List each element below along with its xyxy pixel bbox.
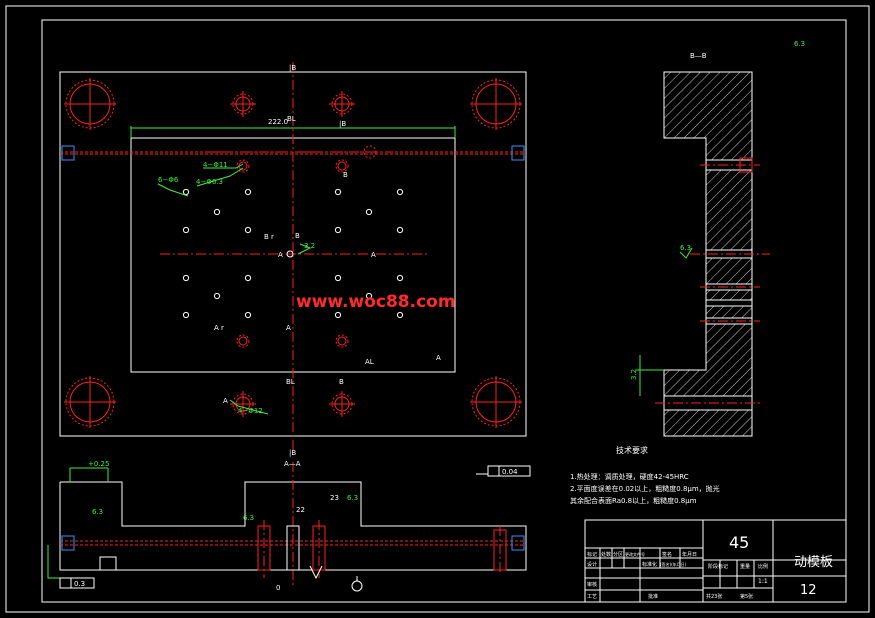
dim-section-note: 3.2 [630,369,638,380]
section-mark-bl-top: BL [287,115,296,123]
screw-holes [230,91,377,417]
watermark: www.woc88.com [296,292,456,312]
dim-hole-4x63: 4−Φ6.3 [196,178,223,186]
roughness-side: 6.3 [680,244,691,252]
leader-lines [157,163,312,415]
outer-border [5,5,870,613]
section-mark-a-triangle: A [436,354,441,362]
tb-col-zone: 分区 [613,551,623,558]
inner-border [41,19,847,603]
roughness-c: 6.3 [347,494,358,502]
channel-plug-left [61,145,75,161]
tb-weight-label: 重量 [740,563,750,570]
section-aa-view [47,462,531,592]
dimension-width [130,126,456,138]
section-mark-ar-low: A r [214,324,224,332]
section-mark-b-below: |B [289,449,296,457]
dim-hole-4x12: 4−Φ12 [238,407,263,415]
section-bb-view [636,71,770,437]
perpendicularity-tolerance: 0.3 [74,580,85,588]
section-mark-a-mid: A [278,251,283,259]
tech-req-item-3: 其余配合表面Ra0.8以上，粗糙度0.8μm [570,496,697,505]
tb-scale-label: 比例 [758,563,768,570]
flatness-tolerance: 0.04 [502,468,518,476]
section-mark-b: B [343,171,348,179]
tb-col-change: 更改文件号 [625,551,645,557]
tb-col-sign: 签名 [662,551,672,558]
dim-hole-4x11: 4−Φ11 [203,161,228,169]
dim-zero: 0 [276,584,280,592]
dim-22: 22 [296,506,305,514]
section-mark-a-left-low: A [223,397,228,405]
channel-plug-right [511,145,525,161]
tb-row-design: 设计 [587,561,597,568]
section-mark-bl-bottom: BL [286,378,295,386]
tech-req-heading: 技术要求 [616,445,648,455]
tb-col-count: 处数 [601,551,611,558]
ejector-holes [182,188,404,319]
roughness-mid: 3.2 [304,242,315,250]
section-mark-br: B r [264,233,274,241]
tb-sheet-no: 第5张 [740,593,753,600]
title-drawing-no: 12 [800,583,817,598]
dim-23: 23 [330,494,339,502]
dim-222: 222.0 [268,118,288,126]
section-mark-b-top: |B [289,64,296,72]
section-mark-a-right: A [371,251,376,259]
tb-approve: 批准 [648,593,658,600]
title-part-name: 动模板 [794,555,833,570]
view-label-aa: A—A [284,460,301,468]
view-label-bb: B—B [690,52,707,60]
section-mark-a-low: A [286,324,291,332]
plan-view [59,62,527,450]
tb-row-review: 审核 [587,581,597,588]
section-mark-b-center: B [295,232,300,240]
tb-row-process: 工艺 [587,594,597,600]
tb-scale-value: 1:1 [758,578,768,585]
guide-holes [64,78,522,428]
title-material: 45 [729,533,749,552]
tech-req-item-1: 1.热处理：调质处理，硬度42-45HRC [570,472,689,481]
tb-stage-label: 阶段标记 [708,563,728,570]
tb-col-date: 年月日 [682,551,697,558]
title-block [584,519,847,603]
roughness-a: 6.3 [92,508,103,516]
section-mark-b-bottom: B [339,378,344,386]
section-mark-al: AL [365,358,374,366]
tb-row-mark: 标记 [587,551,597,558]
roughness-b: 6.3 [243,514,254,522]
tb-standardization: 标准化 [642,561,657,568]
dim-tolerance-top: +0.25 [88,460,109,468]
tech-req-item-2: 2.平面度误差在0.02以上，粗糙度0.8μm，抛光 [570,484,720,493]
dim-hole-6x6: 6−Φ6 [158,176,179,184]
roughness-top-right: 6.3 [794,40,805,48]
tb-sheets-total: 共23张 [706,593,722,600]
section-mark-b-right: |B [339,120,346,128]
tb-sign-date: (签名)(年月日) [660,561,687,567]
